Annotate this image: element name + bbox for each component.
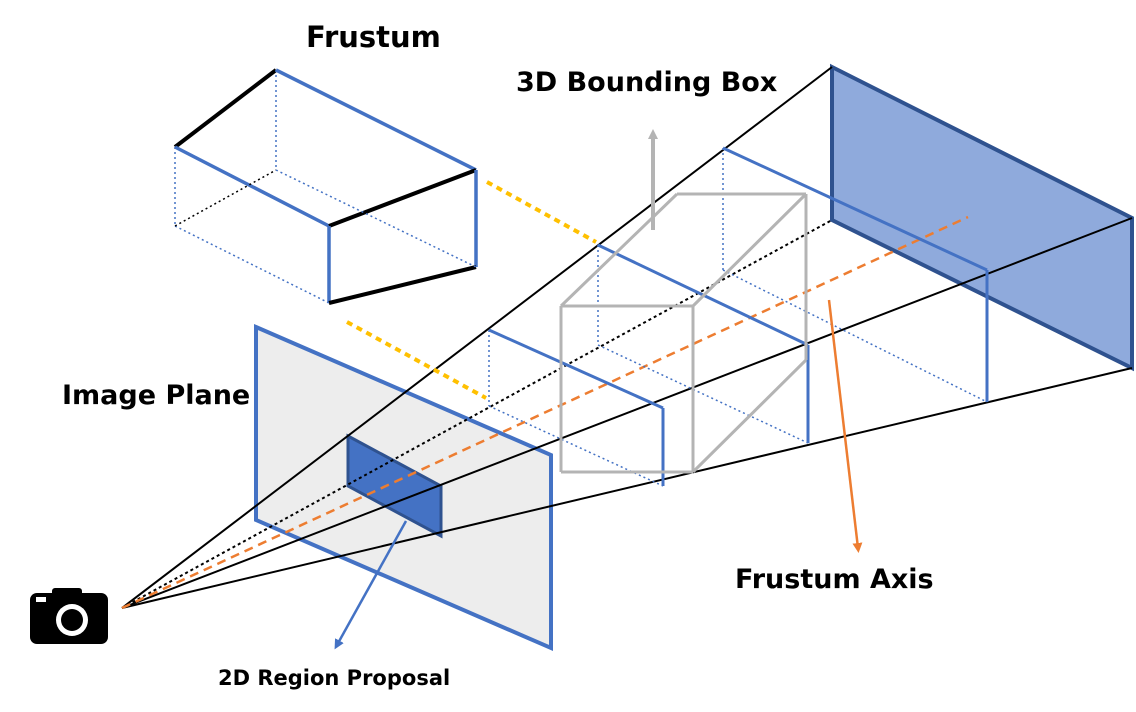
guide-lines <box>346 180 597 400</box>
extracted-frustum <box>173 68 478 305</box>
region-proposal <box>346 433 443 539</box>
frustum-axis-pointer <box>827 299 863 553</box>
frustum-axis-line <box>121 215 969 610</box>
image-plane-label: Image Plane <box>62 380 250 411</box>
far-plane <box>830 63 1134 372</box>
frustum-axis-label: Frustum Axis <box>735 564 934 595</box>
camera-icon <box>30 588 108 644</box>
frustum-label: Frustum <box>306 20 441 54</box>
bounding-box-3d <box>559 192 808 474</box>
bounding-box-label: 3D Bounding Box <box>516 67 777 98</box>
region-proposal-pointer <box>334 520 408 650</box>
region-proposal-label: 2D Region Proposal <box>218 666 450 690</box>
